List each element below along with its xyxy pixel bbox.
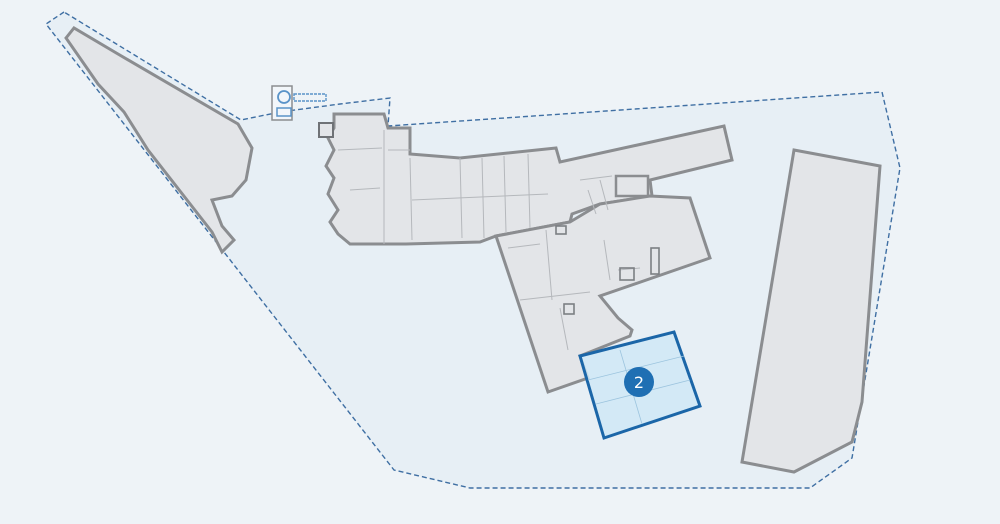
zone-2[interactable]: 2 [578,330,702,440]
zone-badge[interactable] [624,367,654,397]
building-annex[interactable] [614,174,650,198]
small-unit [318,122,334,138]
interior-walls [337,130,641,351]
building-west-wing[interactable] [64,26,254,255]
kiosk-icon[interactable] [271,85,327,121]
building-east-block[interactable] [740,148,882,474]
zone-badge-label: 2 [634,373,644,392]
fixtures [555,225,660,315]
